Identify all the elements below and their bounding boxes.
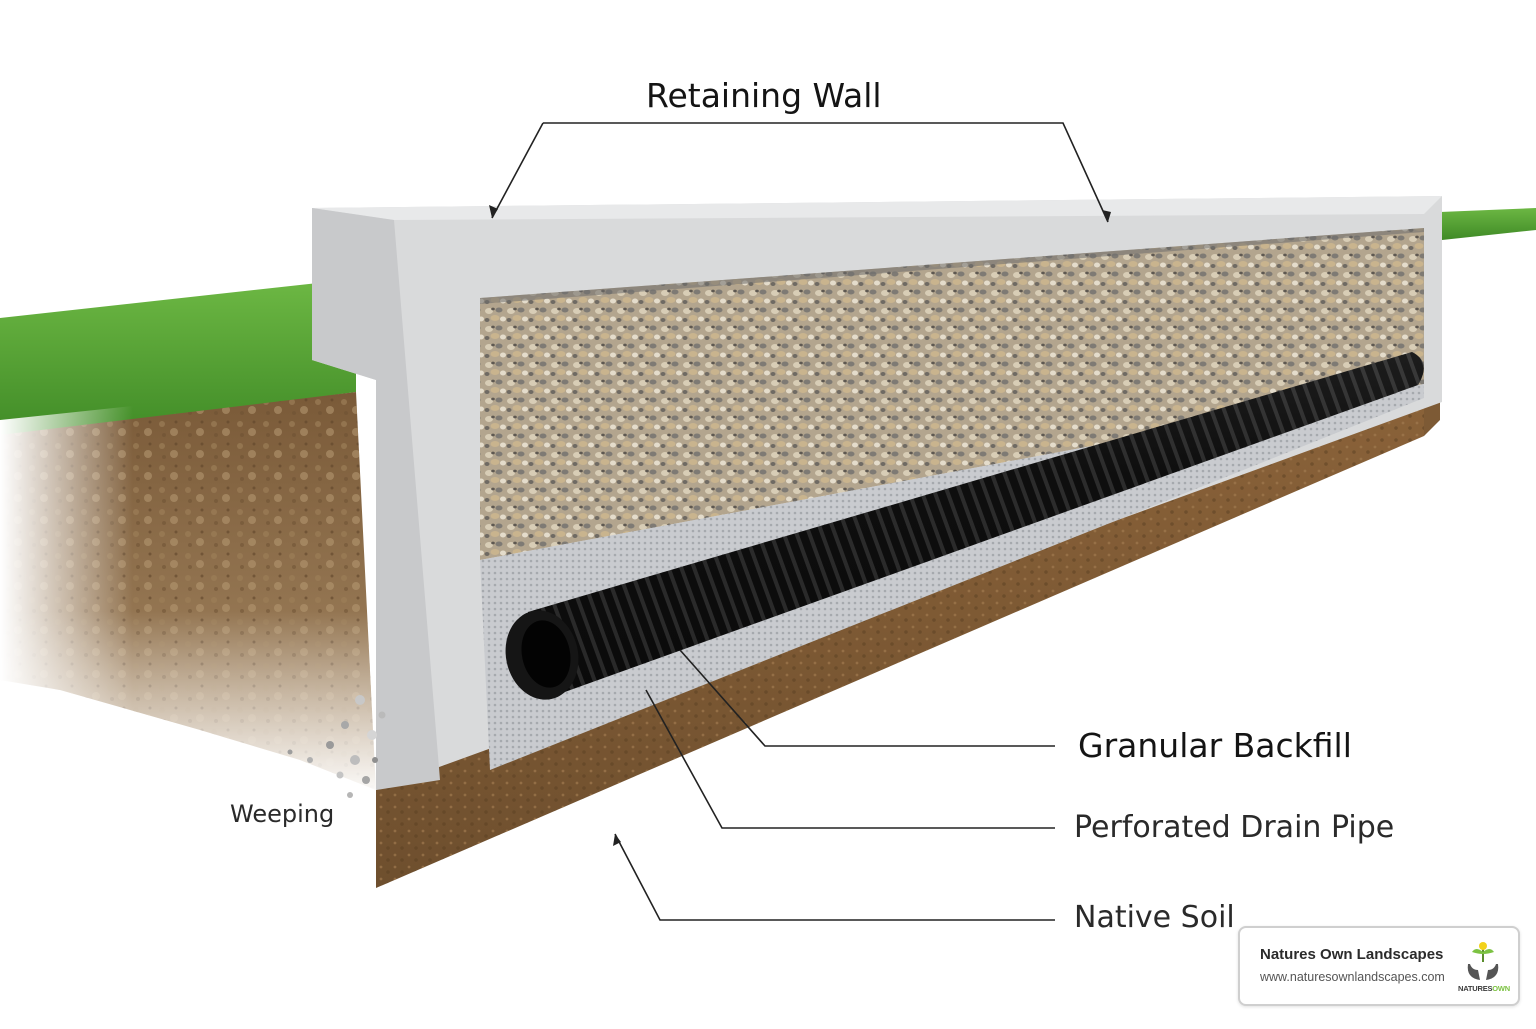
leader-lines xyxy=(491,122,1109,921)
hands-sprout-icon xyxy=(1467,942,1499,980)
label-perforated-drain-pipe: Perforated Drain Pipe xyxy=(1074,810,1395,845)
brand-url: www.naturesownlandscapes.com xyxy=(1260,970,1445,984)
label-retaining-wall: Retaining Wall xyxy=(646,76,882,115)
wall-top-face xyxy=(312,196,1442,220)
grass-right xyxy=(1440,208,1536,240)
wall-left-face xyxy=(312,208,440,790)
brand-logo-text: NATURESOWN xyxy=(1458,984,1511,993)
filter-fabric xyxy=(480,384,1424,770)
brand-watermark: Natures Own Landscapes www.naturesownlan… xyxy=(1238,926,1520,1006)
weeping-gravel xyxy=(287,695,386,798)
leader-granular-backfill xyxy=(679,649,1055,747)
brand-name: Natures Own Landscapes xyxy=(1260,946,1444,963)
label-weeping: Weeping xyxy=(230,800,335,828)
label-native-soil: Native Soil xyxy=(1074,900,1235,935)
leader-drain-pipe xyxy=(645,689,1055,829)
brand-logo-icon: NATURESOWN xyxy=(1458,940,1511,996)
arrowheads xyxy=(489,205,1111,846)
leader-retaining-wall xyxy=(543,122,1109,223)
label-granular-backfill: Granular Backfill xyxy=(1078,726,1352,765)
leader-native-soil xyxy=(614,833,1055,921)
gravel-fill xyxy=(480,228,1424,560)
